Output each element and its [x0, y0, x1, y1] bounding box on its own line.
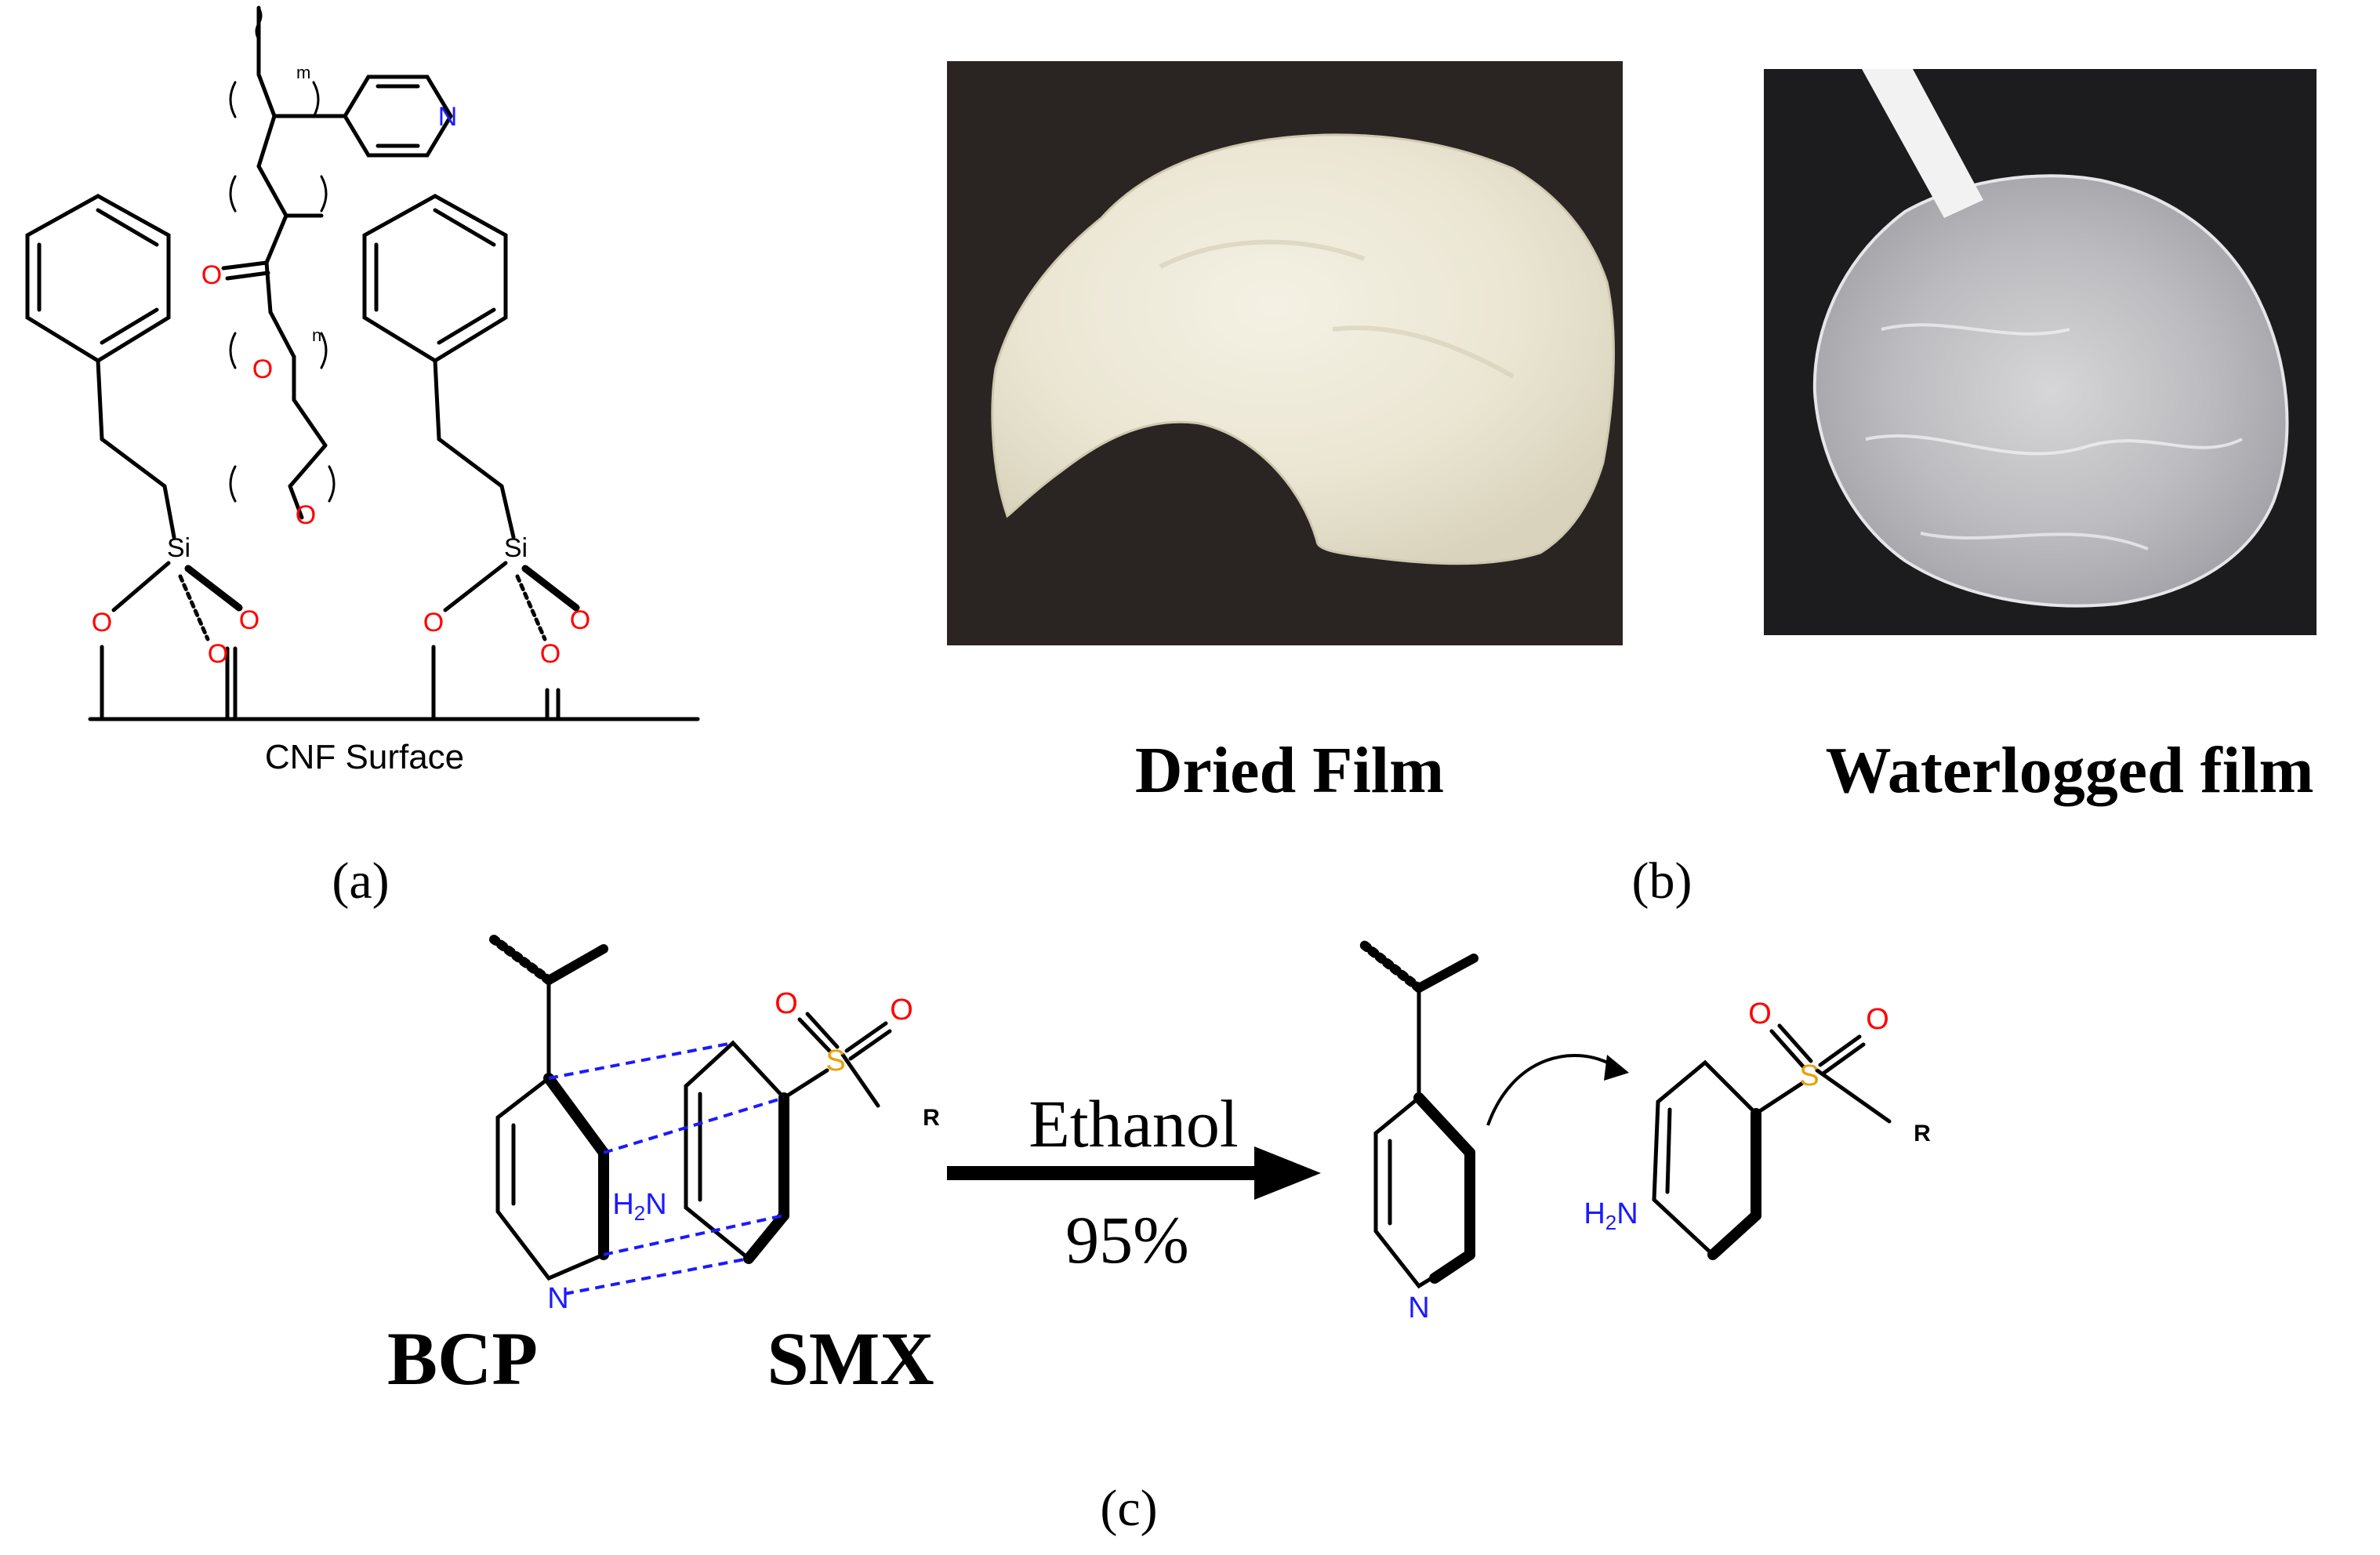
product-pyridine-nitrogen: N	[1408, 1292, 1429, 1324]
release-curved-arrow	[1486, 1053, 1629, 1126]
tweezers-tip	[1862, 69, 1983, 218]
waterlogged-film-label: Waterlogged film	[1826, 734, 2314, 807]
smx-oxygen-1-label: O	[775, 987, 798, 1020]
released-pyridine	[1359, 940, 1478, 1289]
smx-sulfur-label: S	[825, 1045, 845, 1077]
panel-a-structure	[25, 5, 700, 721]
product-oxygen-1-label: O	[1748, 997, 1772, 1030]
panel-b-caption: (b)	[1632, 852, 1692, 910]
panel-c-caption: (c)	[1100, 1480, 1157, 1537]
smx-amine-label: H2N	[612, 1188, 666, 1225]
smx-r-group-label: R	[923, 1105, 940, 1131]
reagent-label: Ethanol	[1029, 1086, 1239, 1161]
bcp-smx-complex	[489, 935, 892, 1281]
product-amine-label: H2N	[1584, 1197, 1638, 1234]
right-benzene-ring	[362, 194, 508, 363]
methoxy-oxygen-label: O	[296, 500, 316, 530]
left-oxygen-1-label: O	[92, 608, 112, 638]
dried-film-sheet	[991, 133, 1615, 565]
waterlogged-film-sheet	[1812, 174, 2289, 608]
cnf-surface-label: CNF Surface	[265, 738, 464, 776]
repeat-index-m: m	[296, 63, 310, 82]
released-smx	[1652, 1023, 1892, 1260]
right-silicon-label: Si	[504, 533, 528, 563]
carbonyl-oxygen-label: O	[201, 260, 222, 290]
product-sulfur-label: S	[1799, 1059, 1819, 1092]
reaction-arrow	[947, 1146, 1321, 1200]
left-oxygen-2-label: O	[239, 605, 259, 635]
product-r-group-label: R	[1914, 1121, 1931, 1146]
bcp-label: BCP	[387, 1317, 538, 1401]
repeat-index-n: n	[312, 325, 321, 345]
left-benzene-ring	[25, 194, 171, 363]
left-oxygen-3-label: O	[208, 639, 228, 669]
right-oxygen-1-label: O	[423, 608, 444, 638]
ether-oxygen-label: O	[252, 354, 273, 384]
pi-stacking-lines	[548, 1041, 785, 1295]
waterlogged-film-photo	[1764, 69, 2317, 635]
product-oxygen-2-label: O	[1866, 1003, 1889, 1036]
yield-label: 95%	[1065, 1202, 1189, 1277]
left-silicon-label: Si	[167, 533, 190, 563]
smx-oxygen-2-label: O	[890, 994, 913, 1026]
smx-label: SMX	[767, 1317, 934, 1401]
pyridine-nitrogen-label: N	[438, 102, 458, 132]
bcp-nitrogen-label: N	[547, 1282, 568, 1315]
dried-film-photo	[947, 61, 1623, 645]
panel-a-caption: (a)	[332, 852, 389, 910]
right-oxygen-2-label: O	[570, 605, 590, 635]
pyridine-ring-a	[343, 74, 453, 158]
right-oxygen-3-label: O	[540, 639, 561, 669]
dried-film-label: Dried Film	[1135, 734, 1444, 807]
